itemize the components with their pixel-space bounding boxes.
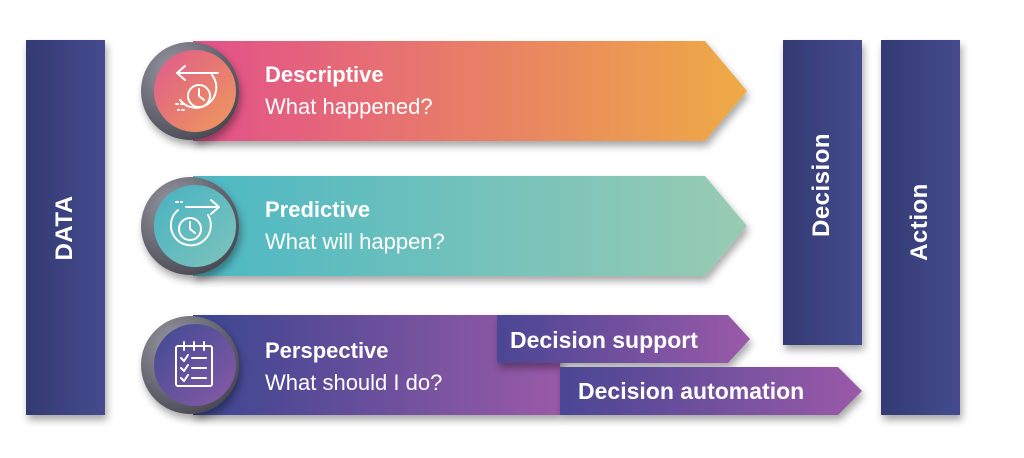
descriptive-title: Descriptive: [265, 62, 384, 87]
decision-automation-label: Decision automation: [578, 378, 805, 404]
forward-clock-icon: [141, 177, 239, 275]
decision-support-label: Decision support: [510, 327, 698, 353]
descriptive-subtitle: What happened?: [265, 94, 433, 119]
perspective-title: Perspective: [265, 338, 389, 363]
predictive-arrow: [193, 176, 747, 276]
decision-automation-tag: [560, 367, 862, 415]
decision-column: [783, 40, 862, 345]
decision-column-label: Decision: [808, 132, 835, 238]
action-column: [881, 40, 960, 415]
perspective-bar: [193, 315, 560, 415]
checklist-icon: [141, 316, 239, 414]
predictive-title: Predictive: [265, 197, 371, 222]
decision-support-tag: [497, 315, 750, 363]
predictive-subtitle: What will happen?: [265, 229, 445, 254]
rewind-clock-icon: [141, 42, 239, 140]
data-column-label: DATA: [51, 195, 78, 261]
perspective-subtitle: What should I do?: [265, 370, 443, 395]
data-column: [26, 40, 105, 415]
descriptive-arrow: [193, 41, 747, 141]
action-column-label: Action: [906, 183, 933, 261]
